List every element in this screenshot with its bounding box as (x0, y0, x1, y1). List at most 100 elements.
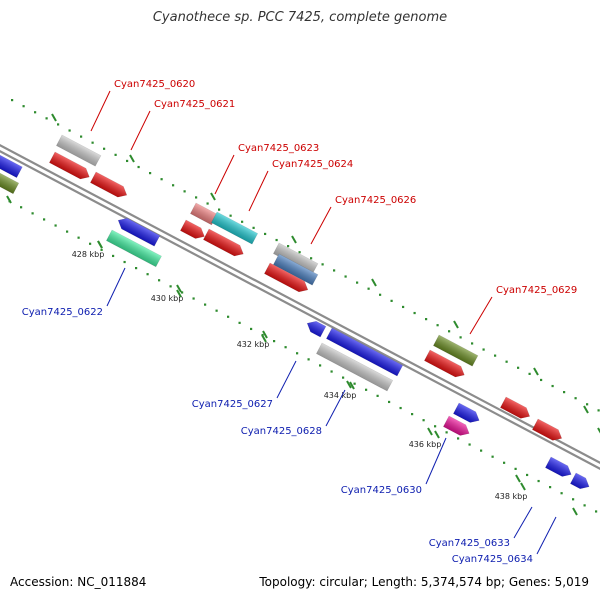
outer-dot (436, 324, 439, 327)
inner-dot (284, 346, 287, 349)
outer-dot (80, 135, 83, 138)
gene-label: Cyan7425_0628 (241, 426, 322, 437)
outer-dot (551, 384, 554, 388)
gene-block-steelblue (272, 253, 319, 286)
gene-label: Cyan7425_0629 (496, 285, 577, 296)
label-leader-line (276, 360, 297, 399)
gene-block-red (89, 171, 128, 198)
inner-dot (583, 504, 586, 507)
inner-dot (468, 443, 471, 446)
inner-dot (135, 267, 138, 270)
gene-block-blue (325, 327, 404, 377)
inner-dot (526, 473, 529, 477)
outer-dot (471, 342, 474, 345)
outer-dot (379, 293, 382, 296)
outer-dot (195, 196, 198, 199)
inner-dot (54, 224, 57, 227)
inner-dot (572, 498, 575, 501)
tick-mark (210, 192, 216, 201)
gene-block-pink (189, 202, 218, 226)
inner-dot (146, 273, 149, 276)
outer-dot (586, 403, 589, 406)
inner-dot (123, 260, 126, 264)
outer-dot (68, 129, 71, 132)
inner-dot (376, 394, 379, 397)
tick-label: 430 kbp (151, 294, 184, 303)
outer-dot (448, 330, 451, 333)
gene-label: Cyan7425_0622 (22, 307, 103, 318)
label-leader-line (106, 267, 126, 307)
inner-dot (388, 400, 391, 404)
outer-dot (287, 245, 290, 248)
inner-dot (549, 486, 552, 489)
label-leader-line (469, 296, 493, 335)
gene-block-grey (55, 134, 102, 167)
outer-dot (482, 348, 485, 351)
gene-label: Cyan7425_0626 (335, 195, 416, 206)
outer-dot (103, 147, 106, 150)
gene-label: Cyan7425_0634 (452, 554, 533, 565)
outer-dot (540, 378, 543, 382)
outer-dot (425, 318, 428, 321)
outer-dot (206, 202, 209, 205)
gene-block-cyan (210, 211, 259, 245)
outer-dot (264, 232, 267, 236)
inner-dot (181, 291, 184, 294)
outer-dot (563, 391, 566, 394)
label-leader-line (248, 170, 269, 212)
inner-dot (503, 461, 506, 464)
gene-block-red (423, 349, 465, 378)
inner-dot (204, 303, 207, 306)
outer-dot (367, 287, 370, 290)
outer-dotted-rings (8, 99, 600, 513)
tick-mark (349, 381, 355, 390)
tick-mark (97, 240, 103, 249)
inner-dot (537, 479, 540, 483)
outer-dot (390, 299, 393, 302)
outer-dot (597, 409, 600, 412)
outer-dot (57, 123, 60, 126)
inner-dot (595, 510, 598, 513)
tick-mark (453, 320, 459, 329)
gene-label: Cyan7425_0633 (429, 538, 510, 549)
label-leader-line (536, 516, 557, 555)
outer-dot (183, 190, 186, 193)
gene-block-olive (0, 169, 20, 195)
label-leader-line (425, 437, 447, 485)
label-leader-line (325, 389, 346, 427)
gene-block-blue (544, 456, 572, 477)
outer-dot (241, 220, 244, 223)
inner-dot (307, 358, 310, 361)
tick-label: 428 kbp (72, 250, 105, 259)
outer-dot (344, 275, 347, 278)
gene-label: Cyan7425_0621 (154, 99, 235, 110)
label-leader-line (214, 154, 235, 195)
inner-dot (158, 279, 161, 282)
inner-dot (319, 364, 322, 367)
outer-dot (402, 305, 405, 309)
outer-dot (149, 172, 152, 175)
outer-dot (356, 281, 359, 284)
outer-dot (137, 165, 140, 169)
inner-dot (89, 242, 92, 245)
inner-dot (330, 370, 333, 373)
gene-block-red (202, 228, 244, 257)
inner-dot (411, 413, 414, 416)
inner-dot (227, 315, 230, 318)
inner-dot (169, 285, 172, 288)
outer-dot (333, 269, 336, 272)
inner-dot (457, 437, 460, 440)
backbone-line-inner (0, 150, 600, 470)
inner-dot (480, 449, 483, 452)
tick-mark (176, 284, 182, 293)
gene-block-grey (315, 342, 394, 392)
tick-mark (129, 154, 135, 163)
inner-dot (20, 206, 23, 209)
outer-dot (275, 238, 278, 242)
genome-backbone (0, 144, 600, 470)
gene-label: Cyan7425_0627 (192, 399, 273, 410)
outer-dot (229, 214, 232, 217)
label-leader-line (130, 110, 151, 151)
